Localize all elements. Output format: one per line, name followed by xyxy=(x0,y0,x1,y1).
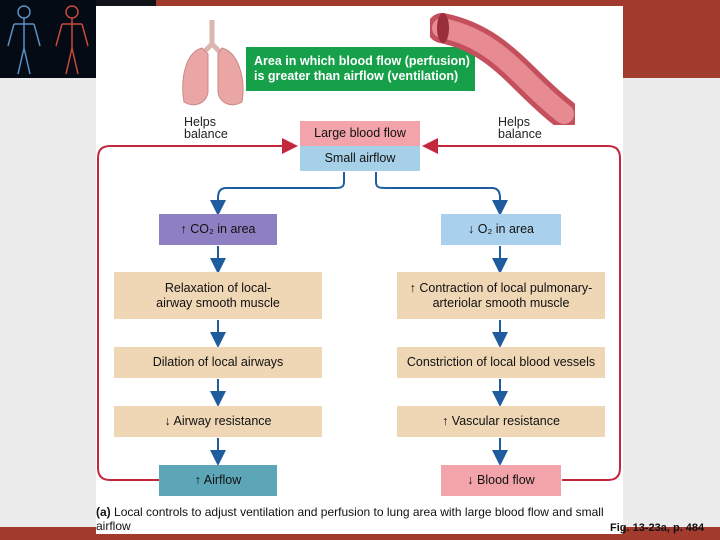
small-airflow-text: Small airflow xyxy=(324,151,396,165)
lungs-illustration xyxy=(182,20,244,106)
arrow-to-o2 xyxy=(375,172,508,216)
figure-reference: Fig. 13-23a, p. 484 xyxy=(610,522,705,534)
perfusion-note-text: Area in which blood flow (perfusion) is … xyxy=(254,54,470,83)
relaxation-box: Relaxation of local-airway smooth muscle xyxy=(114,272,322,319)
co2-box: ↑ CO₂ in area xyxy=(159,214,277,245)
blood-flow-box: ↓ Blood flow xyxy=(441,465,561,496)
blood-vessel-illustration xyxy=(430,13,575,125)
vascular-resistance-box: ↑ Vascular resistance xyxy=(397,406,605,437)
airway-resistance-text: ↓ Airway resistance xyxy=(164,414,272,428)
left-feedback-arrow xyxy=(97,138,298,481)
dilation-box: Dilation of local airways xyxy=(114,347,322,378)
perfusion-note-box: Area in which blood flow (perfusion) is … xyxy=(246,47,475,91)
o2-box: ↓ O₂ in area xyxy=(441,214,561,245)
right-feedback-arrow xyxy=(422,138,621,481)
airflow-text: ↑ Airflow xyxy=(194,473,242,487)
airflow-box: ↑ Airflow xyxy=(159,465,277,496)
blood-flow-text: ↓ Blood flow xyxy=(467,473,535,487)
helps-balance-right: Helps balance xyxy=(498,115,542,141)
large-blood-flow-box: Large blood flow xyxy=(300,121,420,146)
helps-balance-left: Helps balance xyxy=(184,115,228,141)
figure-caption: (a) Local controls to adjust ventilation… xyxy=(96,505,606,533)
small-airflow-box: Small airflow xyxy=(300,146,420,171)
o2-text: ↓ O₂ in area xyxy=(468,222,534,236)
caption-text: Local controls to adjust ventilation and… xyxy=(96,505,604,533)
contraction-text: ↑ Contraction of local pulmonary-arterio… xyxy=(409,280,593,310)
body-anatomy-image xyxy=(0,0,96,78)
vascular-resistance-text: ↑ Vascular resistance xyxy=(442,414,560,428)
relaxation-text: Relaxation of local-airway smooth muscle xyxy=(156,280,280,310)
constriction-box: Constriction of local blood vessels xyxy=(397,347,605,378)
arrow-to-co2 xyxy=(210,172,345,216)
large-blood-flow-text: Large blood flow xyxy=(314,126,406,140)
dilation-text: Dilation of local airways xyxy=(152,355,284,369)
caption-label: (a) xyxy=(96,505,111,519)
airway-resistance-box: ↓ Airway resistance xyxy=(114,406,322,437)
constriction-text: Constriction of local blood vessels xyxy=(406,355,596,369)
co2-text: ↑ CO₂ in area xyxy=(180,222,256,236)
contraction-box: ↑ Contraction of local pulmonary-arterio… xyxy=(397,272,605,319)
